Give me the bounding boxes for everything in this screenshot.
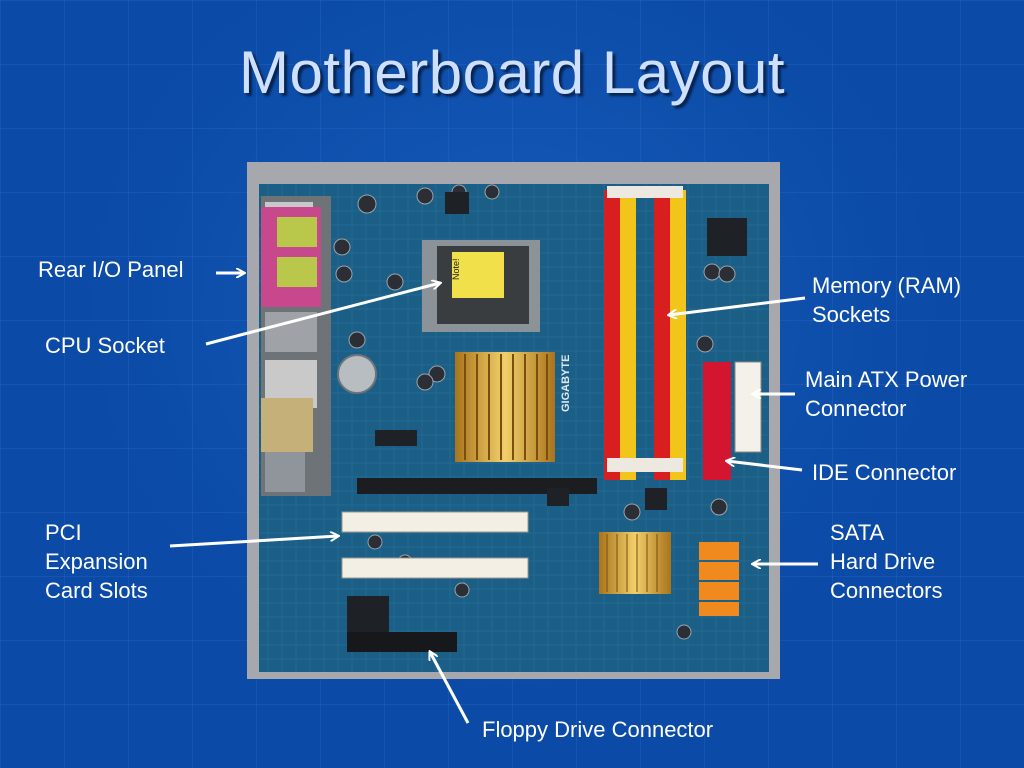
label-atx-power: Main ATX Power Connector — [805, 365, 967, 423]
label-rear-io-panel-text: Rear I/O Panel — [38, 257, 184, 282]
arrow-pci — [169, 536, 338, 548]
label-rear-io-panel: Rear I/O Panel — [38, 255, 184, 284]
motherboard-photo: Note! GIGABYTE — [247, 162, 780, 679]
pci-slots — [341, 511, 529, 579]
arrow-floppy — [430, 652, 470, 724]
label-pci-line1: PCI — [45, 520, 82, 545]
label-sata-connectors: SATA Hard Drive Connectors — [830, 518, 943, 605]
slide-title: Motherboard Layout — [238, 39, 785, 106]
label-pci-slots: PCI Expansion Card Slots — [45, 518, 148, 605]
board-brand: GIGABYTE — [560, 355, 572, 412]
cmos-battery — [337, 354, 377, 394]
rear-io-panel — [261, 196, 331, 496]
label-pci-line3: Card Slots — [45, 578, 148, 603]
label-ide-text: IDE Connector — [812, 460, 957, 485]
label-memory-line2: Sockets — [812, 302, 891, 327]
ram-slots — [604, 186, 686, 480]
cpu-socket-sticker: Note! — [451, 258, 461, 280]
label-pci-line2: Expansion — [45, 549, 148, 574]
arrow-ide — [727, 461, 803, 472]
atx-power-connector — [734, 361, 762, 453]
arrow-cpu-socket — [205, 283, 440, 346]
arrow-memory — [669, 296, 806, 315]
label-ide-connector: IDE Connector — [812, 458, 956, 487]
label-sata-line2: Hard Drive — [830, 549, 936, 574]
label-sata-line3: Connectors — [830, 578, 943, 603]
label-memory-line1: Memory (RAM) — [812, 273, 962, 298]
label-floppy-connector: Floppy Drive Connector — [482, 715, 713, 744]
chips — [347, 192, 747, 632]
label-cpu-socket: CPU Socket — [45, 331, 165, 360]
label-atx-line2: Connector — [805, 396, 907, 421]
floppy-connector — [347, 632, 457, 652]
sata-connectors — [699, 542, 739, 616]
label-atx-line1: Main ATX Power — [805, 367, 968, 392]
southbridge-heatsink — [599, 532, 671, 594]
pcie-slot — [357, 478, 597, 494]
label-sata-line1: SATA — [830, 520, 885, 545]
label-cpu-socket-text: CPU Socket — [45, 333, 165, 358]
label-floppy-text: Floppy Drive Connector — [482, 717, 714, 742]
label-memory-sockets: Memory (RAM) Sockets — [812, 271, 961, 329]
northbridge-heatsink — [455, 352, 555, 462]
